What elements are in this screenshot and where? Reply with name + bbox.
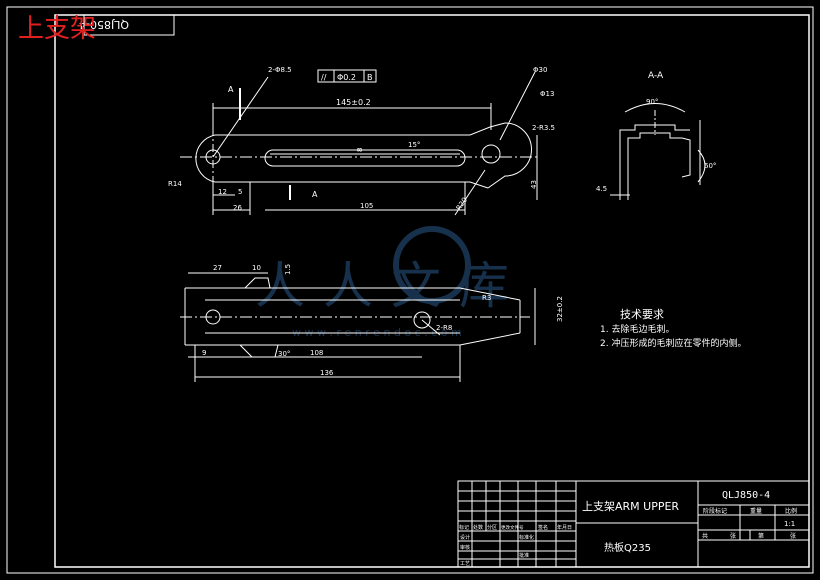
code-box xyxy=(83,14,175,36)
tb-sheet-label: 张 xyxy=(730,532,736,540)
dim-9: 9 xyxy=(202,349,206,357)
dim-r35: 2-R3.5 xyxy=(532,124,555,132)
tb-material: 热板Q235 xyxy=(604,541,651,554)
dim-hole-callout: 2-Φ8.5 xyxy=(268,66,292,74)
top-view-text: 2-Φ8.5 // Φ0.2 B 145±0.2 Φ30 Φ13 2-R3.5 … xyxy=(168,66,555,212)
tb-sheet-label2: 张 xyxy=(790,532,796,540)
top-view xyxy=(180,69,540,216)
tb-role-approve: 批准 xyxy=(519,552,529,559)
section-title: A-A xyxy=(648,71,664,81)
section-profile-outer xyxy=(619,124,690,200)
top-body-outline xyxy=(215,122,506,189)
front-right-hole xyxy=(413,311,431,329)
tol-datum: B xyxy=(367,73,373,82)
watermark-circle xyxy=(393,226,471,304)
front-view xyxy=(180,272,536,382)
section-view xyxy=(610,103,706,200)
dim-32: 32±0.2 xyxy=(556,296,564,322)
tb-col-weight: 重量 xyxy=(750,507,762,515)
dim-136: 136 xyxy=(320,369,334,377)
section-profile-inner xyxy=(627,132,682,200)
tech-requirements: 技术要求 1. 去除毛边毛刺。 2. 冲压形成的毛刺应在零件的内侧。 xyxy=(600,308,746,349)
top-right-hole xyxy=(481,144,501,164)
front-flange-bottom xyxy=(239,344,279,358)
tb-drawing-no: QLJ850-4 xyxy=(722,490,770,501)
tb-rev-h2: 分区 xyxy=(487,524,497,531)
tb-sheet-total: 共 xyxy=(702,532,708,540)
top-left-boss xyxy=(195,134,216,183)
tb-role-design: 设计 xyxy=(460,534,470,541)
title-block-text: 上支架ARM UPPER 热板Q235 QLJ850-4 阶段标记 重量 比例 … xyxy=(459,490,797,567)
dim-phi13: Φ13 xyxy=(540,90,554,98)
section-right-flange xyxy=(681,137,691,178)
section-view-text: A-A 90° 60° 4.5 xyxy=(596,71,716,193)
dim-10: 10 xyxy=(252,264,261,272)
front-view-text: 27 10 1.5 9 30° 108 136 2-R8 R3 32±0.2 xyxy=(202,264,564,377)
dim-1-5: 1.5 xyxy=(284,264,292,275)
tb-col-stage: 阶段标记 xyxy=(703,507,727,515)
dim-27: 27 xyxy=(213,264,222,272)
tb-rev-h0: 标记 xyxy=(459,524,469,531)
dim-60deg: 60° xyxy=(704,162,716,170)
leader-2r8 xyxy=(421,319,441,336)
leader-r20 xyxy=(454,169,486,216)
dim-105: 105 xyxy=(360,202,373,210)
inner-border xyxy=(54,14,810,568)
tol-value: Φ0.2 xyxy=(337,73,356,82)
tb-role-process: 工艺 xyxy=(460,561,470,567)
tech-title: 技术要求 xyxy=(620,308,664,321)
tb-rev-h3: 更改文件号 xyxy=(501,524,524,531)
dim-r3: R3 xyxy=(482,294,491,302)
leader-phi30 xyxy=(499,71,536,141)
tb-role-std: 标准化 xyxy=(519,534,534,541)
section-90-arc xyxy=(624,103,686,113)
tech-line1: 1. 去除毛边毛刺。 xyxy=(600,323,674,335)
section-marker-top: A xyxy=(228,85,234,94)
watermark: 人人文库 w w w . r e n r e n d o c . c o m xyxy=(255,226,527,339)
title-block xyxy=(457,480,810,568)
tb-sheet-no: 第 xyxy=(758,532,764,540)
dim-5: 5 xyxy=(238,188,242,196)
tb-col-ratio: 比例 xyxy=(785,507,797,515)
dim-108: 108 xyxy=(310,349,323,357)
tb-scale: 1:1 xyxy=(784,520,795,528)
dim-43: 43 xyxy=(530,180,538,189)
tb-rev-h5: 年月日 xyxy=(557,524,572,531)
stamp-text: 上支架 xyxy=(18,14,96,44)
watermark-text: 人人文库 xyxy=(255,257,527,315)
tb-rev-h1: 处数 xyxy=(473,524,483,531)
top-right-boss xyxy=(487,122,532,189)
dim-2r8: 2-R8 xyxy=(436,324,452,332)
tol-frame xyxy=(317,69,377,83)
dim-phi30: Φ30 xyxy=(533,66,547,74)
outer-border xyxy=(6,6,814,574)
dim-30deg: 30° xyxy=(278,350,290,358)
dim-4-5: 4.5 xyxy=(596,185,607,193)
front-flange-top xyxy=(244,277,271,289)
top-slot xyxy=(264,149,466,167)
tb-rev-h4: 签名 xyxy=(538,524,548,531)
dim-15deg: 15° xyxy=(408,141,420,149)
dim-r20: R20 xyxy=(455,196,469,212)
front-outline-top xyxy=(185,287,521,301)
tol-symbol: // xyxy=(321,73,327,82)
dim-8: 8 xyxy=(356,148,364,152)
dim-145: 145±0.2 xyxy=(336,98,371,107)
dim-12: 12 xyxy=(218,188,227,196)
tb-outer xyxy=(457,480,810,568)
tech-line2: 2. 冲压形成的毛刺应在零件的内侧。 xyxy=(600,337,746,349)
section-marker-bottom: A xyxy=(312,190,318,199)
tb-role-review: 审核 xyxy=(460,544,470,551)
dim-r14: R14 xyxy=(168,180,182,188)
rotated-code: QLJ850-4 xyxy=(79,18,129,31)
tb-part-name: 上支架ARM UPPER xyxy=(582,500,679,513)
dim-26: 26 xyxy=(233,204,242,212)
dim-90deg: 90° xyxy=(646,98,658,106)
